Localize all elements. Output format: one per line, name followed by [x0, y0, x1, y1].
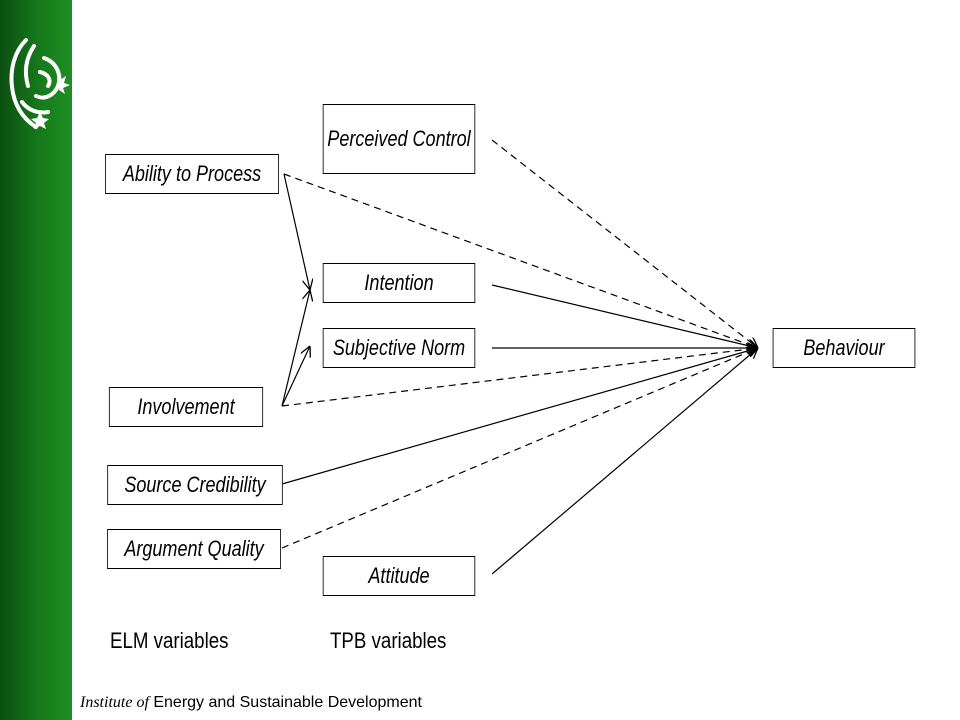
node-ability-to-process: Ability to Process: [105, 154, 279, 194]
institute-prefix: Institute of: [80, 694, 149, 711]
edge-ability-to-process-to-behaviour: [283, 173, 758, 348]
lion-emblem-icon: [9, 38, 70, 129]
node-subjective-norm: Subjective Norm: [322, 328, 476, 368]
edge-argument-quality-to-behaviour: [281, 348, 758, 549]
edge-involvement-to-intention: [281, 290, 310, 407]
edge-attitude-to-behaviour: [491, 348, 758, 575]
edge-involvement-to-behaviour: [281, 348, 758, 407]
institute-name: Energy and Sustainable Development: [153, 694, 422, 711]
institute-footer: Institute of Energy and Sustainable Deve…: [80, 694, 422, 712]
green-sidebar: [0, 0, 72, 720]
node-attitude: Attitude: [322, 556, 476, 596]
edge-ability-to-process-to-intention: [283, 173, 310, 290]
node-argument-quality: Argument Quality: [107, 529, 281, 569]
edge-intention-to-behaviour: [491, 284, 758, 348]
edge-perceived-control-to-behaviour: [491, 139, 758, 348]
edge-involvement-to-subjective-norm: [281, 346, 310, 407]
edge-source-credibility-to-behaviour: [281, 348, 758, 485]
node-intention: Intention: [322, 263, 476, 303]
node-involvement: Involvement: [108, 387, 264, 427]
node-perceived-control: Perceived Control: [322, 104, 476, 174]
tpb-variables-label: TPB variables: [330, 628, 447, 653]
node-source-credibility: Source Credibility: [107, 465, 283, 505]
elm-variables-label: ELM variables: [110, 628, 229, 653]
node-behaviour: Behaviour: [772, 328, 916, 368]
